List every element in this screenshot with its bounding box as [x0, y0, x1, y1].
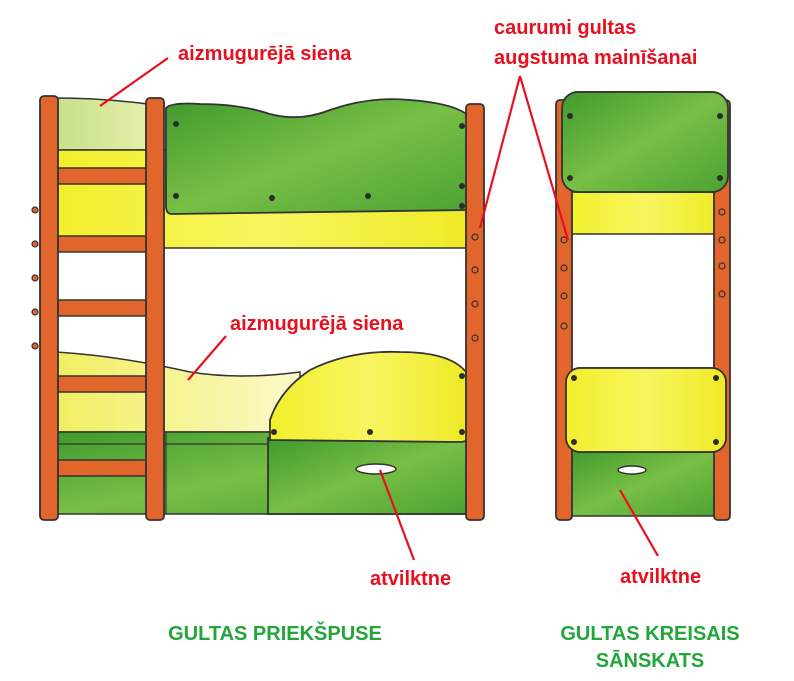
upper-headboard-panel: [165, 98, 471, 215]
label-back-wall-bottom: aizmugurējā siena: [230, 313, 404, 335]
side-height-holes: [560, 208, 726, 330]
lower-headboard-panel: [269, 350, 469, 443]
side-view: [555, 91, 731, 521]
side-lower-base: [569, 449, 721, 517]
front-view: [31, 95, 485, 521]
caption-side-view-line2: SĀNSKATS: [595, 650, 705, 672]
caption-front-view: GULTAS PRIEKŠPUSE: [168, 623, 382, 645]
side-screws: [567, 113, 723, 445]
pointer-lines: [99, 57, 659, 561]
front-posts: [39, 95, 485, 521]
front-drawer: [267, 437, 471, 515]
label-drawer-front: atvilktne: [370, 568, 452, 590]
ladder-rungs: [55, 167, 149, 477]
caption-side-view-line1: GULTAS KREISAIS: [560, 623, 740, 645]
front-drawer-handle: [355, 463, 397, 475]
lower-back-wall: [55, 351, 301, 433]
label-back-wall-top: aizmugurējā siena: [178, 43, 352, 65]
front-screws: [173, 121, 465, 435]
label-holes-line1: caurumi gultas: [494, 17, 637, 39]
side-drawer-handle: [617, 465, 647, 475]
label-holes-line2: augstuma mainīšanai: [494, 47, 698, 69]
side-upper-mattress: [569, 191, 721, 235]
label-drawer-side: atvilktne: [620, 566, 702, 588]
front-height-holes: [31, 206, 479, 350]
